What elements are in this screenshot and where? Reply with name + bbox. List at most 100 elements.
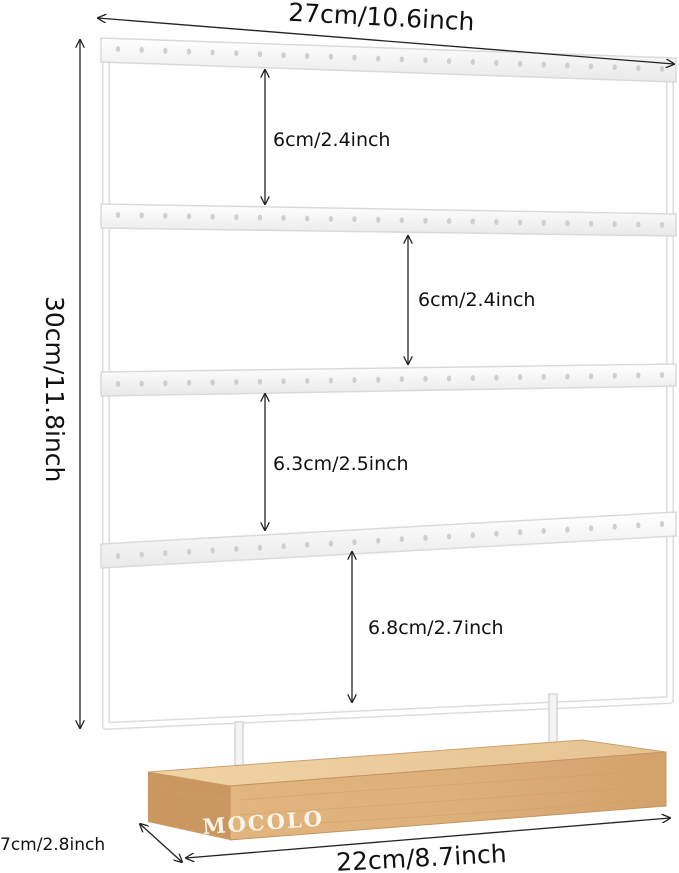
earring-hole	[281, 378, 286, 385]
earring-hole	[565, 220, 570, 227]
earring-hole	[139, 46, 144, 53]
dim-line-base-depth	[140, 824, 182, 862]
earring-bar-1	[100, 37, 677, 83]
earring-hole	[281, 543, 286, 550]
earring-bar-2	[100, 203, 677, 237]
earring-hole	[565, 62, 570, 69]
earring-hole	[612, 64, 617, 71]
earring-hole	[115, 46, 121, 52]
earring-hole	[446, 218, 452, 225]
earring-hole	[281, 52, 286, 59]
earring-hole	[565, 373, 570, 380]
earring-hole	[423, 57, 428, 64]
earring-hole	[210, 213, 215, 220]
earring-hole	[659, 372, 665, 378]
earring-hole	[399, 376, 404, 383]
earring-hole	[186, 379, 192, 386]
earring-hole	[305, 377, 310, 384]
earring-hole	[541, 219, 546, 226]
earring-bar-4	[100, 511, 677, 569]
earring-hole	[186, 48, 192, 55]
earring-hole	[494, 219, 499, 225]
earring-hole	[636, 522, 641, 529]
earring-hole	[376, 376, 381, 383]
earring-hole	[399, 536, 404, 543]
earring-hole	[612, 372, 617, 379]
earring-hole	[139, 212, 144, 219]
earring-hole	[612, 221, 617, 228]
earring-hole	[163, 47, 168, 54]
earring-hole	[470, 59, 475, 65]
earring-bar-3	[100, 363, 677, 397]
earring-hole	[517, 219, 523, 226]
earring-hole	[399, 217, 404, 224]
earring-hole	[257, 544, 263, 551]
earring-hole	[352, 54, 357, 61]
earring-hole	[234, 546, 239, 552]
earring-hole	[423, 375, 428, 382]
earring-hole	[470, 532, 475, 539]
earring-hole	[163, 380, 168, 387]
earring-hole	[446, 533, 452, 540]
earring-hole	[612, 523, 617, 530]
earring-hole	[139, 551, 144, 558]
earring-hole	[541, 528, 546, 534]
earring-hole	[352, 377, 357, 384]
earring-hole	[541, 61, 546, 68]
dim-line-width-top	[98, 18, 674, 64]
label-gap-3: 6.3cm/2.5inch	[273, 453, 409, 475]
earring-hole	[446, 58, 452, 65]
earring-hole	[234, 214, 239, 221]
earring-hole	[423, 217, 428, 224]
earring-hole	[352, 539, 357, 546]
earring-hole	[257, 378, 263, 385]
earring-hole	[186, 213, 192, 220]
earring-hole	[565, 526, 570, 533]
earring-hole	[234, 379, 239, 385]
earring-hole	[281, 215, 286, 221]
earring-hole	[470, 375, 475, 382]
dim-line-base-length	[186, 818, 670, 858]
earring-hole	[186, 548, 192, 555]
earring-hole	[257, 51, 263, 58]
earring-hole	[139, 380, 144, 387]
label-base-depth: 7cm/2.8inch	[0, 835, 105, 855]
earring-hole	[210, 547, 215, 554]
earring-hole	[541, 374, 546, 380]
earring-hole	[399, 56, 404, 63]
label-gap-4: 6.8cm/2.7inch	[368, 617, 504, 639]
earring-hole	[517, 60, 523, 67]
label-width-top: 27cm/10.6inch	[288, 0, 476, 36]
earring-hole	[115, 381, 121, 387]
earring-hole	[636, 221, 641, 228]
earring-hole	[115, 553, 121, 559]
earring-hole	[659, 521, 665, 527]
earring-hole	[494, 374, 499, 381]
earring-hole	[376, 216, 381, 223]
earring-hole	[328, 215, 334, 222]
earring-hole	[328, 53, 334, 60]
earring-hole	[234, 50, 239, 57]
earring-hole	[257, 214, 263, 221]
earring-hole	[305, 215, 310, 222]
earring-hole	[210, 379, 215, 386]
label-height: 30cm/11.8inch	[40, 296, 69, 482]
earring-hole	[352, 216, 357, 223]
earring-hole	[376, 55, 381, 62]
earring-hole	[588, 220, 594, 227]
earring-hole	[446, 375, 452, 382]
earring-hole	[517, 529, 523, 536]
earring-hole	[517, 374, 523, 381]
earring-hole	[328, 540, 334, 547]
earring-hole	[636, 372, 641, 379]
earring-hole	[163, 550, 168, 557]
earring-hole	[115, 212, 121, 218]
earring-hole	[423, 534, 428, 541]
earring-hole	[588, 525, 594, 532]
earring-hole	[588, 63, 594, 70]
earring-hole	[376, 537, 381, 544]
earring-hole	[636, 65, 641, 72]
earring-hole	[659, 222, 665, 228]
earring-hole	[305, 541, 310, 548]
